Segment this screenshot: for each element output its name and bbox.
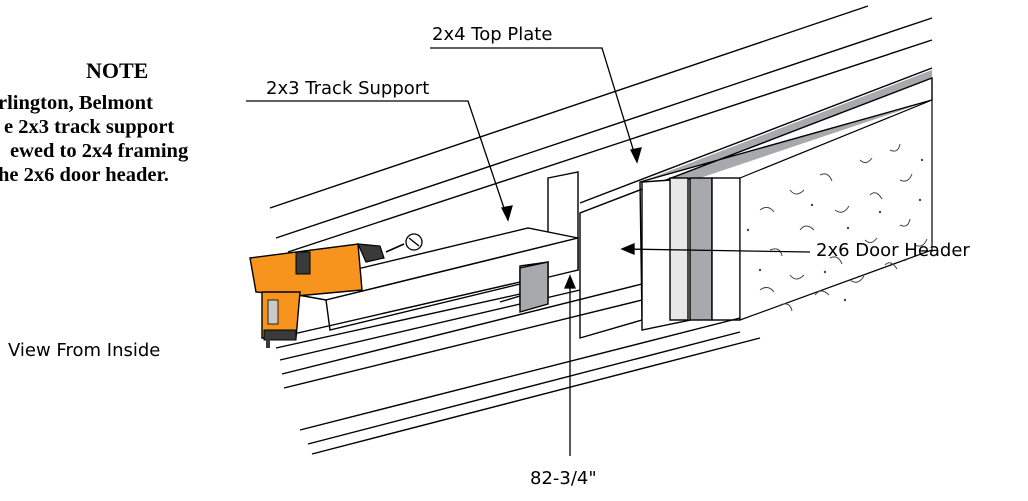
note-line-4: he 2x6 door header. bbox=[0, 164, 169, 186]
label-track-support: 2x3 Track Support bbox=[266, 78, 430, 99]
note-line-2: e 2x3 track support bbox=[4, 116, 175, 138]
label-dimension: 82-3/4" bbox=[530, 468, 597, 489]
drill-icon bbox=[249, 243, 405, 348]
note-line-1: rlington, Belmont bbox=[0, 92, 153, 114]
note-line-3: ewed to 2x4 framing bbox=[10, 140, 189, 162]
screw-icon bbox=[405, 233, 423, 251]
leader-lines bbox=[246, 47, 811, 456]
insulation bbox=[739, 99, 933, 321]
label-top-plate: 2x4 Top Plate bbox=[432, 24, 553, 45]
gray-band bbox=[638, 70, 932, 183]
note-title: NOTE bbox=[86, 58, 149, 83]
label-view: View From Inside bbox=[8, 340, 161, 361]
door-header bbox=[579, 76, 933, 339]
label-door-header: 2x6 Door Header bbox=[816, 240, 970, 261]
door-track bbox=[275, 261, 761, 455]
